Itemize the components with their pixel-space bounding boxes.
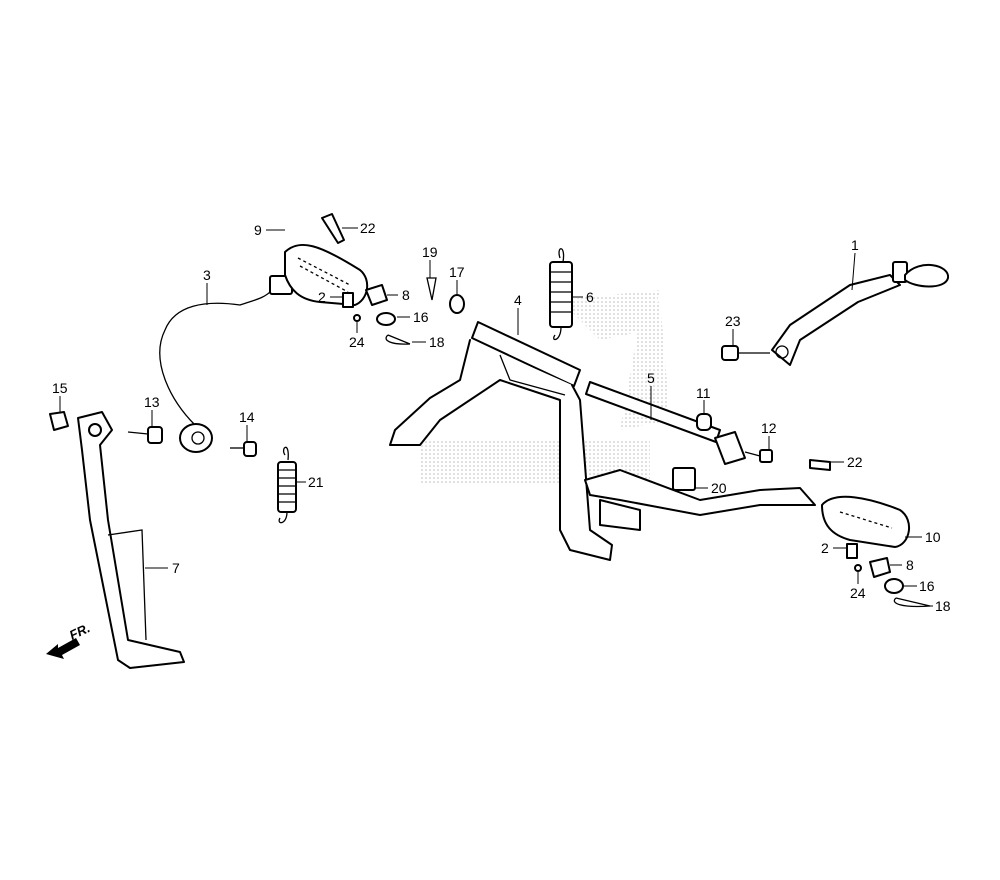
stand-shaft-5 [585,381,746,465]
callout-22: 22 [360,220,376,236]
spring-6 [549,248,573,341]
callout-6: 6 [586,289,594,305]
ball-24a [353,314,361,322]
callout-2: 2 [318,289,326,305]
callout-8: 8 [402,287,410,303]
bolt-23 [721,345,770,361]
callout-16: 16 [413,309,429,325]
callout-15: 15 [52,380,68,396]
spring-21 [277,446,297,524]
brake-pedal [77,411,185,669]
callout-5: 5 [647,370,655,386]
callout-18: 18 [429,334,445,350]
front-label: FR. [67,620,92,642]
callout-11: 11 [696,385,711,401]
callout-2: 2 [821,540,829,556]
callout-16: 16 [919,578,935,594]
callout-18: 18 [935,598,951,614]
callout-24: 24 [850,585,866,601]
kick-starter-arm-1 [771,261,949,366]
callout-7: 7 [172,560,180,576]
callout-19: 19 [422,244,438,260]
callout-22: 22 [847,454,863,470]
nut-15 [49,411,69,431]
callout-labels: 1 2 2 3 4 5 6 7 8 8 9 10 11 12 13 14 15 … [52,220,951,614]
callout-1: 1 [851,237,859,253]
bolt-12 [744,449,773,463]
callout-8: 8 [906,557,914,573]
washer-16a [376,312,396,326]
callout-24: 24 [349,334,365,350]
cotter-pin-18a [385,334,411,345]
main-stand-4 [389,321,641,561]
pin-22b [809,459,831,471]
collar-11 [696,413,712,431]
leader-lines [59,227,933,607]
callout-23: 23 [725,313,741,329]
spring-2a [342,292,354,308]
washer-17 [449,294,465,314]
ball-24b [854,564,862,572]
plate-8b [869,557,891,578]
pin-22a [321,213,345,244]
front-direction-arrow: FR. [46,620,92,659]
callout-20: 20 [711,480,727,496]
plate-8a [365,284,388,306]
spring-2b [846,543,858,559]
bolt-14 [230,441,257,457]
callout-9: 9 [254,222,262,238]
step-9 [284,243,369,306]
bolt-13 [127,426,163,444]
step-10 [821,495,910,548]
callout-21: 21 [308,474,324,490]
washer-16b [884,578,904,594]
callout-13: 13 [144,394,160,410]
callout-14: 14 [239,409,255,425]
stop-switch-3 [159,275,293,453]
callout-17: 17 [449,264,465,280]
cotter-pin-19 [426,277,437,301]
cotter-pin-18b [893,597,931,608]
callout-3: 3 [203,267,211,283]
callout-4: 4 [514,292,522,308]
stopper-20 [672,467,696,491]
callout-12: 12 [761,420,777,436]
callout-10: 10 [925,529,941,545]
